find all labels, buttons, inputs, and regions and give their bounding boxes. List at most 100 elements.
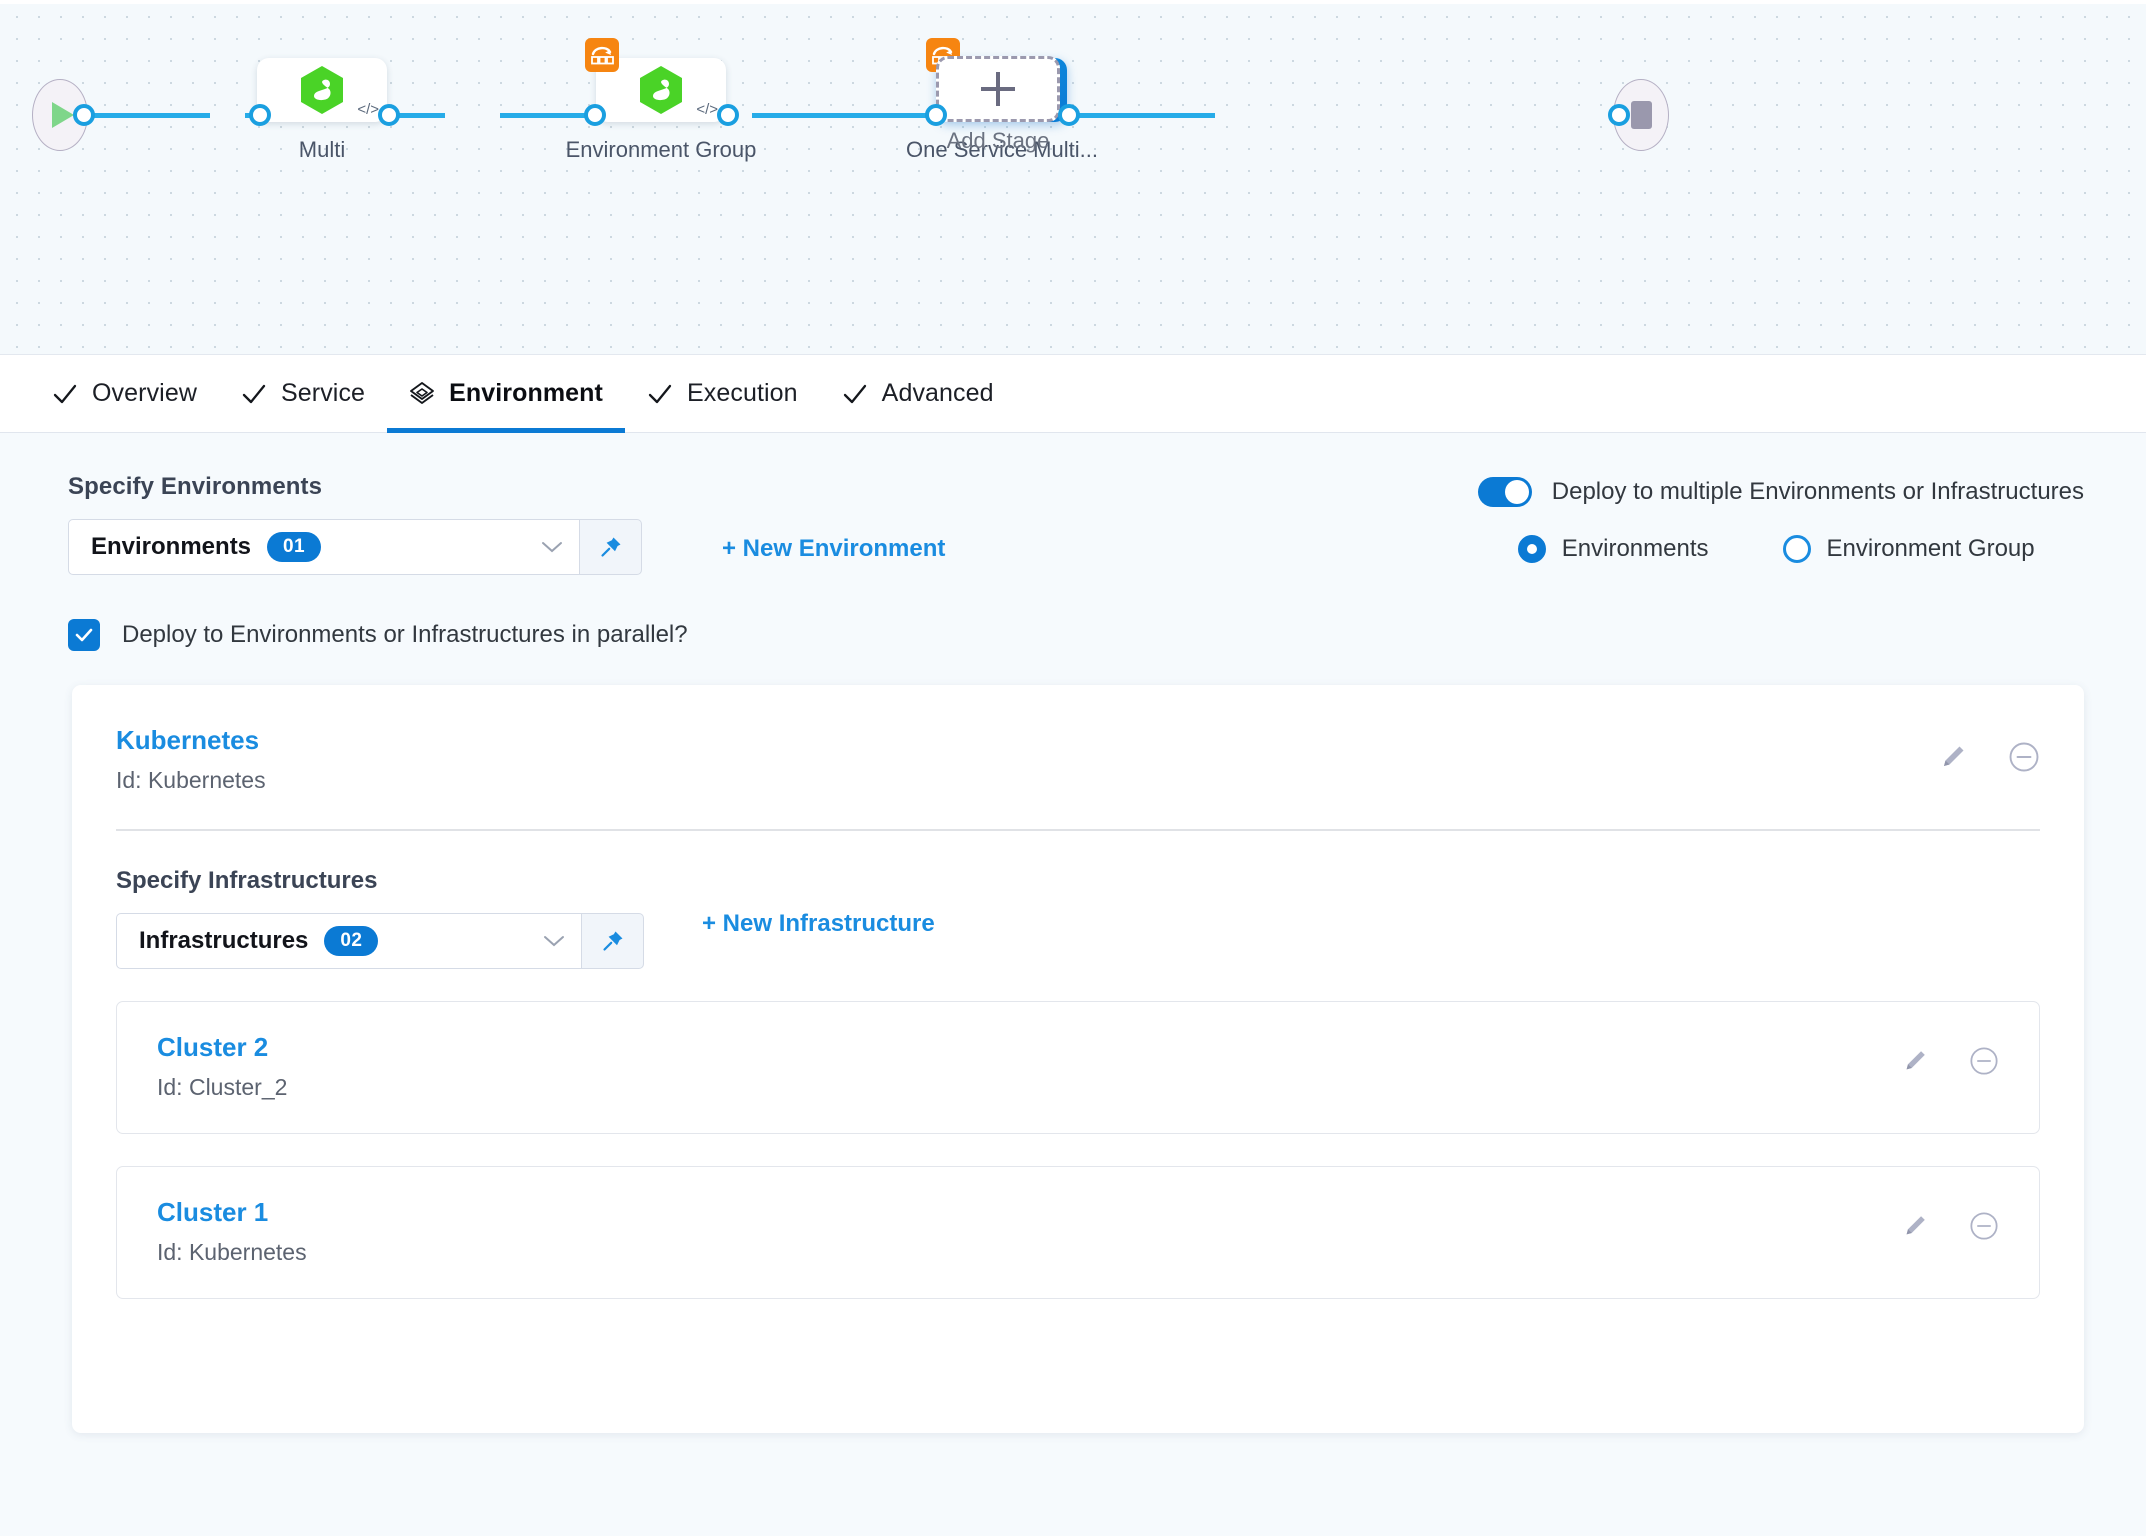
tab-service[interactable]: Service: [219, 355, 387, 433]
connector-port[interactable]: [378, 104, 400, 126]
stage-tabs: Overview Service Environment Execution A…: [0, 355, 2146, 433]
tab-environment[interactable]: Environment: [387, 355, 625, 433]
tab-execution[interactable]: Execution: [625, 355, 820, 433]
pencil-icon[interactable]: [1901, 1047, 1929, 1075]
environment-name-link[interactable]: Kubernetes: [116, 725, 260, 755]
multi-deploy-toggle[interactable]: [1477, 477, 1532, 507]
environment-tab-panel: Specify Environments Environments 01: [0, 433, 2146, 1536]
infrastructure-name-link[interactable]: Cluster 2: [157, 1032, 269, 1062]
infrastructure-id-text: Id: Kubernetes: [157, 1239, 307, 1265]
minus-circle-icon[interactable]: [1969, 1211, 1999, 1241]
deploy-scope-radio-group: Environments Environment Group: [1478, 535, 2084, 563]
connector-port[interactable]: [925, 104, 947, 126]
environments-select-group: Environments 01: [68, 519, 642, 575]
specify-infrastructures-label: Specify Infrastructures: [116, 867, 378, 894]
connector-port[interactable]: [1608, 104, 1630, 126]
parallel-deploy-label: Deploy to Environments or Infrastructure…: [122, 621, 688, 648]
pin-infrastructures-button[interactable]: [582, 913, 644, 969]
chevron-down-icon: [542, 542, 562, 553]
new-environment-link[interactable]: + New Environment: [722, 535, 946, 562]
check-icon: [648, 384, 672, 403]
minus-circle-icon[interactable]: [2008, 741, 2040, 773]
layers-diamond-icon: [410, 381, 435, 404]
parallel-deploy-checkbox[interactable]: [68, 619, 100, 651]
connector-port[interactable]: [249, 104, 271, 126]
wire-segment: [70, 113, 210, 118]
specify-environments-group: Specify Environments Environments 01: [68, 473, 945, 575]
infrastructures-count-badge: 02: [324, 926, 379, 956]
stage-label-multi: Multi: [298, 137, 346, 162]
stop-icon: [1630, 101, 1652, 129]
card-divider: [116, 829, 2040, 831]
radio-environments[interactable]: Environments: [1517, 535, 1709, 563]
tab-label: Advanced: [881, 379, 994, 407]
infrastructures-select[interactable]: Infrastructures 02: [116, 913, 582, 969]
play-icon: [52, 102, 74, 128]
infrastructure-id-text: Id: Cluster_2: [157, 1074, 288, 1100]
pipeline-stage-node-multi[interactable]: </>: [257, 58, 387, 122]
parallel-deploy-checkbox-row: Deploy to Environments or Infrastructure…: [0, 575, 2146, 651]
specify-environments-label: Specify Environments: [68, 473, 323, 500]
toggle-knob: [1504, 480, 1529, 504]
environments-select-value: Environments: [91, 533, 252, 560]
wire-segment: [752, 113, 952, 118]
radio-indicator: [1782, 535, 1811, 563]
tab-label: Service: [281, 379, 366, 407]
connector-port[interactable]: [1058, 104, 1080, 126]
multi-deploy-toggle-label: Deploy to multiple Environments or Infra…: [1551, 478, 2084, 505]
pin-icon: [600, 537, 620, 557]
stage-label-one-service-multi: One Service Multi...: [906, 137, 1098, 162]
harness-hexagon-icon: [638, 65, 684, 115]
pipeline-canvas[interactable]: </> Multi </> Environment Group: [0, 0, 2146, 355]
pipeline-stage-node-environment-group[interactable]: </>: [585, 38, 726, 122]
wire-segment: [1108, 113, 1200, 118]
code-view-icon[interactable]: </>: [357, 101, 379, 118]
check-icon: [242, 384, 266, 403]
environment-card: Kubernetes Id: Kubernetes Specify Infras…: [72, 685, 2084, 1433]
tab-advanced[interactable]: Advanced: [820, 355, 1016, 433]
infrastructure-row: Cluster 2 Id: Cluster_2: [116, 1001, 2040, 1134]
harness-hexagon-icon: [299, 65, 345, 115]
multi-deploy-group: Deploy to multiple Environments or Infra…: [1477, 473, 2084, 575]
check-icon: [53, 384, 77, 403]
environments-header-row: Specify Environments Environments 01: [0, 433, 2146, 575]
chevron-down-icon: [544, 936, 564, 947]
environment-card-actions: [1938, 725, 2040, 773]
checkmark-icon: [75, 628, 93, 642]
radio-environment-group[interactable]: Environment Group: [1782, 535, 2035, 563]
minus-circle-icon[interactable]: [1969, 1046, 1999, 1076]
infrastructure-row-actions: [1901, 1032, 1999, 1076]
pencil-icon[interactable]: [1901, 1212, 1929, 1240]
connector-port[interactable]: [584, 104, 606, 126]
code-view-icon[interactable]: </>: [696, 101, 718, 118]
radio-label: Environment Group: [1826, 535, 2035, 562]
environments-select[interactable]: Environments 01: [68, 519, 580, 575]
connector-port[interactable]: [717, 104, 739, 126]
tab-label: Environment: [449, 379, 603, 407]
tab-overview[interactable]: Overview: [30, 355, 219, 433]
infrastructures-select-value: Infrastructures: [139, 927, 309, 954]
infrastructure-name-link[interactable]: Cluster 1: [157, 1197, 269, 1227]
add-stage-label: Add Stage: [946, 128, 1050, 153]
infrastructure-row: Cluster 1 Id: Kubernetes: [116, 1166, 2040, 1299]
pencil-icon[interactable]: [1938, 742, 1968, 772]
environments-count-badge: 01: [267, 532, 321, 562]
new-infrastructure-link[interactable]: + New Infrastructure: [702, 910, 935, 937]
pin-environments-button[interactable]: [580, 519, 642, 575]
environment-id-text: Id: Kubernetes: [116, 767, 266, 793]
multi-deploy-toggle-row: Deploy to multiple Environments or Infra…: [1477, 477, 2084, 507]
tab-label: Execution: [686, 379, 798, 407]
check-icon: [843, 384, 866, 403]
stage-label-environment-group: Environment Group: [565, 137, 757, 162]
pin-icon: [602, 931, 622, 951]
tab-label: Overview: [92, 379, 197, 407]
radio-label: Environments: [1561, 535, 1709, 562]
infrastructure-row-actions: [1901, 1197, 1999, 1241]
radio-indicator: [1517, 535, 1546, 563]
rollout-strategy-icon: [585, 38, 619, 72]
connector-port[interactable]: [73, 104, 95, 126]
infrastructures-select-group: Infrastructures 02: [116, 913, 644, 969]
environment-card-header: Kubernetes Id: Kubernetes: [116, 725, 2040, 794]
plus-icon: [981, 87, 1015, 91]
add-stage-button[interactable]: [936, 56, 1060, 122]
